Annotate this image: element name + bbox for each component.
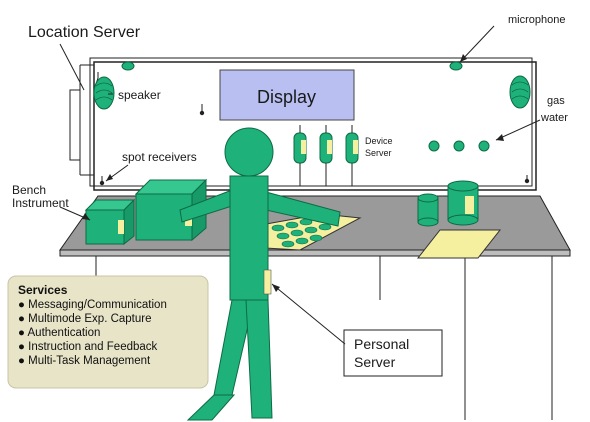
bench-instrument-small [84, 198, 136, 246]
speaker-left-icon [93, 76, 115, 110]
gas-water-callout [495, 119, 541, 141]
speaker-label: speaker [118, 88, 161, 102]
device-server-label: Server [365, 148, 392, 158]
personal-server-device [263, 269, 272, 295]
instrument-label: Instrument [12, 196, 69, 210]
microphone-left-icon [121, 61, 135, 71]
services-item: ● Instruction and Feedback [18, 341, 158, 353]
services-item: ● Multimode Exp. Capture [18, 313, 152, 325]
personal-server-arrow-icon [272, 284, 280, 292]
gas-water-arrow-icon [496, 134, 504, 141]
services-panel [7, 275, 209, 389]
display-label: Display [257, 87, 316, 107]
note-pad [416, 229, 502, 259]
personal-label: Personal [354, 336, 409, 352]
spot-receiver-icon [524, 175, 530, 184]
person-figure [179, 127, 341, 421]
microphone-arrow-icon [460, 54, 467, 62]
valve-icon [428, 140, 440, 152]
microphone-callout [459, 25, 495, 63]
microphone-right-icon [449, 61, 463, 71]
speaker-right-icon [509, 75, 531, 109]
device-server-tube-icon [345, 125, 359, 186]
gas-label: gas [547, 95, 565, 107]
microphone-label: microphone [508, 14, 565, 26]
location-server-callout [59, 43, 85, 91]
services-item: ● Authentication [18, 327, 100, 339]
services-item: ● Multi-Task Management [18, 355, 151, 367]
display-screen [219, 69, 355, 121]
valve-icon [478, 140, 490, 152]
device-server-tube-icon [319, 125, 333, 186]
valve-icon [453, 140, 465, 152]
personal-server-label: Server [354, 354, 396, 370]
bench-instrument-arrow-icon [82, 213, 90, 220]
services-item: ● Messaging/Communication [18, 299, 167, 311]
device-server-tube-icon [293, 125, 307, 186]
personal-server-callout [271, 283, 346, 345]
spot-receiver-icon [99, 176, 105, 186]
spot-receivers-label: spot receivers [122, 150, 197, 164]
water-label: water [540, 112, 568, 124]
services-title: Services [18, 283, 68, 297]
beaker-large-icon [447, 180, 479, 226]
spot-receivers-arrow-icon [106, 174, 113, 181]
bench-label: Bench [12, 183, 46, 197]
beaker-small-icon [417, 193, 439, 227]
location-server-label: Location Server [28, 24, 141, 41]
spot-receiver-icon [199, 104, 205, 116]
personal-server-box [343, 329, 443, 377]
device-label: Device [365, 136, 393, 146]
